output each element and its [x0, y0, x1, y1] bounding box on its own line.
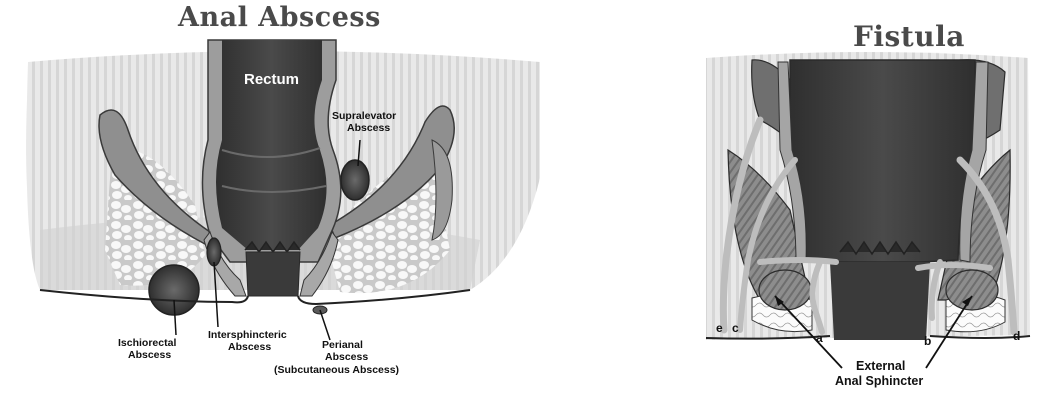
ischiorectal-label-line2: Abscess	[128, 349, 171, 361]
left-panel-title: Anal Abscess	[178, 2, 381, 33]
supralevator-label-line1: Supralevator	[332, 110, 396, 122]
external-sphincter-label-line1: External	[856, 359, 905, 373]
ischiorectal-label-line1: Ischiorectal	[118, 337, 176, 349]
intersphincteric-abscess	[207, 238, 221, 266]
perianal-label-line2: Abscess	[325, 351, 368, 363]
right-external-sphincter	[946, 270, 998, 310]
fistula-label-a: a	[816, 332, 823, 344]
fistula-diagram	[706, 52, 1030, 368]
anal-canal	[246, 252, 300, 296]
fistula-label-c: c	[732, 322, 739, 334]
fistula-label-d: d	[1013, 330, 1020, 342]
right-panel-title: Fistula	[853, 20, 965, 53]
supralevator-abscess	[341, 160, 369, 200]
supralevator-label-line2: Abscess	[347, 122, 390, 134]
fistula-rectum	[790, 60, 975, 262]
intersphincteric-label-line2: Abscess	[228, 341, 271, 353]
perianal-label-line1: Perianal	[322, 339, 363, 351]
intersphincteric-label-line1: Intersphincteric	[208, 329, 287, 341]
rectum-label: Rectum	[244, 74, 299, 86]
fistula-label-b: b	[924, 335, 931, 347]
left-external-sphincter	[759, 270, 811, 310]
external-sphincter-label-line2: Anal Sphincter	[835, 374, 923, 388]
perianal-label-line3: (Subcutaneous Abscess)	[274, 364, 399, 376]
fistula-label-e: e	[716, 322, 723, 334]
